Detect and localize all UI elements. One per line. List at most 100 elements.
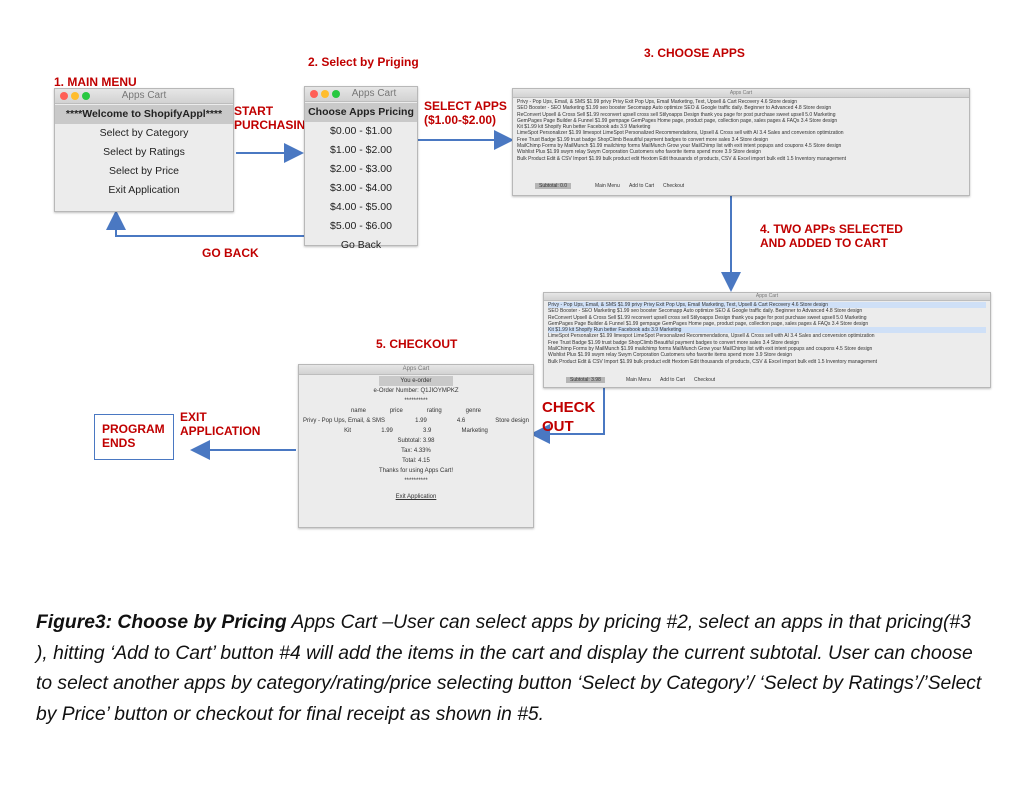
- zoom-dot-icon[interactable]: [82, 92, 90, 100]
- selected-app-list: Privy - Pop Ups, Email, & SMS $1.99 priv…: [548, 302, 986, 365]
- app-row[interactable]: SEO Booster - SEO Marketing $1.99 seo bo…: [517, 105, 832, 112]
- main-menu-button[interactable]: Main Menu: [626, 377, 651, 383]
- window-title: Apps Cart: [402, 366, 430, 372]
- label-exit-application: EXIT APPLICATION: [180, 410, 261, 438]
- price-range-button[interactable]: $2.00 - $3.00: [330, 163, 392, 175]
- app-row[interactable]: Free Trust Badge $1.99 trust badge ShopC…: [548, 339, 799, 346]
- label-two-apps: 4. TWO APPs SELECTED AND ADDED TO CART: [760, 222, 903, 250]
- window-title: Apps Cart: [755, 293, 779, 299]
- subtotal-text: Subtotal: 3.98: [397, 438, 435, 444]
- app-row[interactable]: GemPages Page Builder & Funnel $1.99 gem…: [517, 117, 838, 124]
- main-menu-button[interactable]: Main Menu: [595, 183, 620, 189]
- zoom-dot-icon[interactable]: [332, 90, 340, 98]
- order-item-rating: 3.9: [423, 428, 432, 434]
- figure-caption: Figure3: Choose by Pricing Apps Cart –Us…: [36, 608, 986, 730]
- label-select-apps: SELECT APPS ($1.00-$2.00): [424, 99, 507, 127]
- subtotal-button[interactable]: Subtotal: 0.0: [535, 183, 572, 190]
- add-to-cart-button[interactable]: Add to Cart: [660, 377, 686, 383]
- selected-titlebar: Apps Cart: [544, 293, 990, 301]
- choose-apps-titlebar: Apps Cart: [513, 89, 969, 98]
- column-rating: rating: [426, 408, 442, 414]
- caption-title: Figure3: Choose by Pricing: [36, 612, 287, 633]
- welcome-banner: ****Welcome to ShopifyAppl****: [55, 105, 233, 124]
- exit-application-button[interactable]: Exit Application: [395, 494, 437, 500]
- order-number: e-Order Number: Q1JIOYMPKZ: [373, 388, 459, 394]
- app-row[interactable]: Wishlist Plus $1.99 swym relay Swym Corp…: [548, 352, 792, 359]
- app-row[interactable]: Free Trust Badge $1.99 trust badge ShopC…: [517, 136, 768, 143]
- pricing-header: Choose Apps Pricing: [305, 103, 417, 122]
- order-item-rating: 4.6: [456, 418, 466, 424]
- caption-text: Apps Cart –User can select apps by prici…: [36, 612, 982, 725]
- checkout-button[interactable]: Checkout: [694, 377, 716, 383]
- selected-apps-window: Apps Cart Privy - Pop Ups, Email, & SMS …: [543, 292, 991, 388]
- label-select-pricing: 2. Select by Priging: [308, 55, 419, 69]
- app-row[interactable]: LimeSpot Personalizer $1.99 limespot Lim…: [517, 130, 844, 137]
- checkout-window: Apps Cart You e-order e-Order Number: Q1…: [298, 364, 534, 528]
- select-by-category-button[interactable]: Select by Category: [99, 127, 189, 139]
- add-to-cart-button[interactable]: Add to Cart: [629, 183, 655, 189]
- label-main-menu: 1. MAIN MENU: [54, 75, 137, 89]
- order-item-price: 1.99: [381, 428, 393, 434]
- price-range-button[interactable]: $4.00 - $5.00: [330, 201, 392, 213]
- select-by-price-button[interactable]: Select by Price: [108, 165, 180, 177]
- main-menu-titlebar: Apps Cart: [55, 89, 233, 104]
- app-row[interactable]: Wishlist Plus $1.99 swym relay Swym Corp…: [517, 149, 761, 156]
- column-name: name: [350, 408, 366, 414]
- tax-text: Tax: 4.33%: [401, 448, 431, 454]
- checkout-header: You e-order: [379, 376, 453, 386]
- thanks-text: Thanks for using Apps Cart!: [378, 468, 454, 474]
- app-row[interactable]: Bulk Product Edit & CSV Import $1.99 bul…: [548, 358, 878, 365]
- price-range-button[interactable]: $3.00 - $4.00: [330, 182, 392, 194]
- window-title: Apps Cart: [351, 88, 397, 99]
- order-item-name: Kit: [344, 428, 352, 434]
- price-range-button[interactable]: $0.00 - $1.00: [330, 125, 392, 137]
- app-row[interactable]: Bulk Product Edit & CSV Import $1.99 bul…: [517, 155, 847, 162]
- order-item-genre: Marketing: [461, 428, 488, 434]
- minimize-dot-icon[interactable]: [321, 90, 329, 98]
- app-row[interactable]: GemPages Page Builder & Funnel $1.99 gem…: [548, 320, 869, 327]
- column-price: price: [389, 408, 403, 414]
- go-back-button[interactable]: Go Back: [340, 239, 382, 251]
- app-row[interactable]: MailChimp Forms by MailMunch $1.99 mailc…: [517, 143, 842, 150]
- close-dot-icon[interactable]: [310, 90, 318, 98]
- separator-stars: **********: [404, 478, 428, 484]
- order-item-name: Privy - Pop Ups, Email, & SMS: [303, 418, 386, 424]
- app-row[interactable]: Kit $1.99 kit Shopify Run better Faceboo…: [517, 124, 651, 131]
- minimize-dot-icon[interactable]: [71, 92, 79, 100]
- app-row-selected[interactable]: Kit $1.99 kit Shopify Run better Faceboo…: [548, 327, 986, 334]
- app-row[interactable]: LimeSpot Personalizer $1.99 limespot Lim…: [548, 333, 875, 340]
- app-row[interactable]: SEO Booster - SEO Marketing $1.99 seo bo…: [548, 308, 863, 315]
- label-check-out: CHECK OUT: [542, 399, 596, 435]
- subtotal-button[interactable]: Subtotal: 3.98: [566, 377, 605, 384]
- pricing-window: Apps Cart Choose Apps Pricing $0.00 - $1…: [304, 86, 418, 251]
- select-by-ratings-button[interactable]: Select by Ratings: [103, 146, 185, 158]
- main-menu-window: Apps Cart ****Welcome to ShopifyAppl****…: [54, 88, 234, 212]
- total-text: Total: 4.15: [402, 458, 430, 464]
- app-row[interactable]: Privy - Pop Ups, Email, & SMS $1.99 priv…: [517, 99, 798, 105]
- app-row[interactable]: ReConvert Upsell & Cross Sell $1.99 reco…: [517, 111, 836, 118]
- order-item-price: 1.99: [415, 418, 427, 424]
- exit-application-button[interactable]: Exit Application: [108, 184, 180, 196]
- close-dot-icon[interactable]: [60, 92, 68, 100]
- program-ends-box: [94, 414, 174, 460]
- app-row[interactable]: MailChimp Forms by MailMunch $1.99 mailc…: [548, 346, 873, 353]
- label-start-purchasing: START PURCHASING: [234, 104, 315, 132]
- pricing-titlebar: Apps Cart: [305, 87, 417, 102]
- app-row[interactable]: ReConvert Upsell & Cross Sell $1.99 reco…: [548, 314, 867, 321]
- price-range-button[interactable]: $1.00 - $2.00: [330, 144, 392, 156]
- label-program-ends: PROGRAM ENDS: [102, 422, 165, 450]
- window-title: Apps Cart: [729, 90, 753, 96]
- choose-apps-window: Apps Cart Privy - Pop Ups, Email, & SMS …: [512, 88, 970, 196]
- window-title: Apps Cart: [121, 90, 167, 101]
- app-list: Privy - Pop Ups, Email, & SMS $1.99 priv…: [517, 99, 965, 162]
- checkout-button[interactable]: Checkout: [663, 183, 685, 189]
- order-item-genre: Store design: [495, 418, 529, 424]
- checkout-titlebar: Apps Cart: [299, 365, 533, 375]
- label-choose-apps: 3. CHOOSE APPS: [644, 46, 745, 60]
- column-genre: genre: [465, 408, 482, 414]
- separator-stars: **********: [404, 398, 428, 404]
- price-range-button[interactable]: $5.00 - $6.00: [330, 220, 392, 232]
- app-row-selected[interactable]: Privy - Pop Ups, Email, & SMS $1.99 priv…: [548, 302, 986, 309]
- label-checkout-step: 5. CHECKOUT: [376, 337, 458, 351]
- label-go-back: GO BACK: [202, 246, 259, 260]
